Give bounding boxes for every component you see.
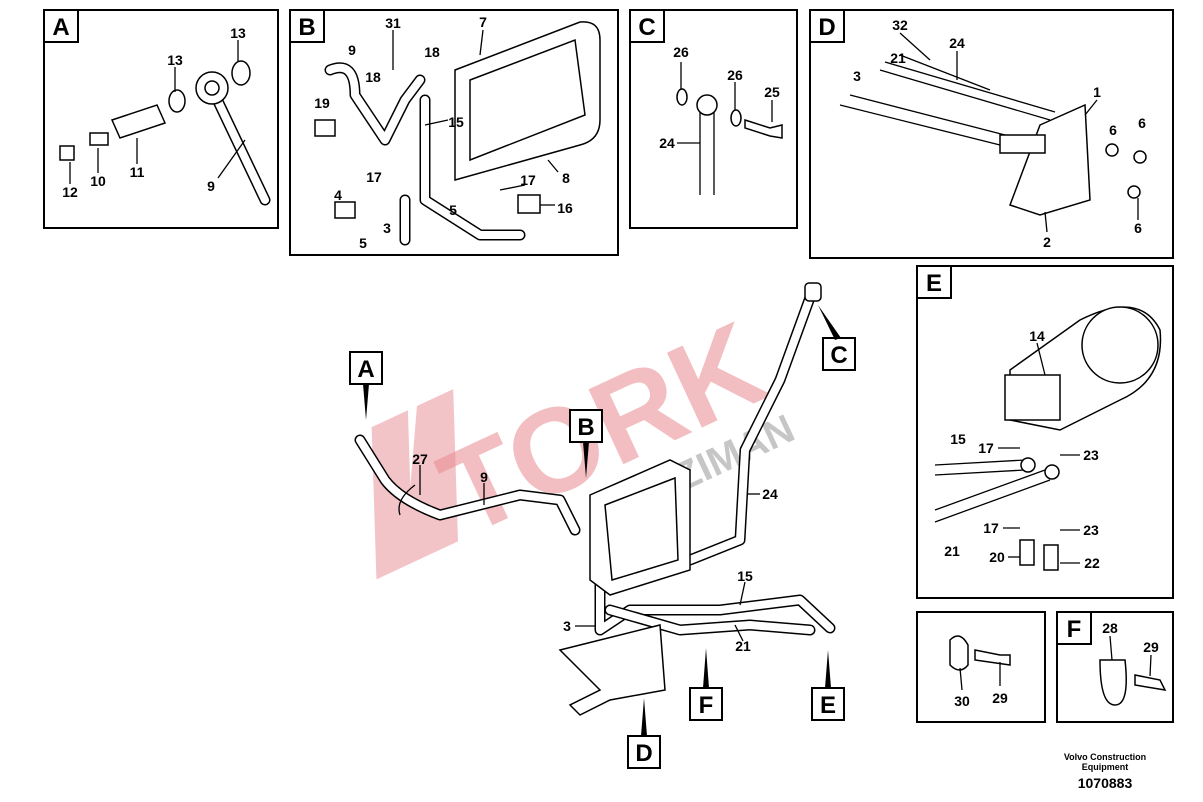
part-number-label: 22 bbox=[1084, 555, 1100, 571]
detail-panel-b: B 31 7 9 18 18 19 15 17 4 3 5 5 17 16 8 bbox=[289, 9, 619, 256]
part-number-label: 23 bbox=[1083, 522, 1099, 538]
detail-panel-d: D 32 24 21 3 1 6 6 6 2 bbox=[809, 9, 1174, 259]
part-number-label: 9 bbox=[480, 469, 488, 485]
part-number-label: 18 bbox=[365, 69, 381, 85]
part-number-label: 17 bbox=[366, 169, 382, 185]
part-number-label: 1 bbox=[1093, 84, 1101, 100]
callout-f: F bbox=[689, 648, 723, 721]
part-number-label: C bbox=[638, 14, 655, 41]
part-number-label: E bbox=[926, 270, 942, 297]
callout-c: C bbox=[818, 305, 856, 371]
part-number-label: 5 bbox=[449, 202, 457, 218]
part-number-label: 2 bbox=[1043, 234, 1051, 250]
part-number-label: 3 bbox=[853, 68, 861, 84]
footer: Volvo Construction Equipment 1070883 bbox=[1045, 752, 1165, 791]
part-number-label: 11 bbox=[130, 164, 145, 180]
part-number-label: 24 bbox=[762, 486, 778, 502]
part-number-label: C bbox=[830, 342, 847, 369]
part-number-label: 13 bbox=[167, 52, 183, 68]
part-number-label: 4 bbox=[334, 187, 342, 203]
part-number-label: 15 bbox=[737, 568, 753, 584]
part-number-label: 3 bbox=[383, 220, 391, 236]
part-number-label: 6 bbox=[1109, 122, 1117, 138]
part-number-label: 17 bbox=[520, 172, 536, 188]
detail-panel-e: E 14 15 17 23 17 23 21 20 22 bbox=[916, 265, 1174, 599]
part-number-label: 10 bbox=[90, 173, 106, 189]
part-number-label: 7 bbox=[479, 14, 487, 30]
part-number-label: 29 bbox=[992, 690, 1008, 706]
drawing-number: 1070883 bbox=[1077, 775, 1133, 791]
callout-e: E bbox=[811, 650, 845, 721]
part-number-label: 21 bbox=[944, 543, 960, 559]
part-number-label: 26 bbox=[727, 67, 743, 83]
part-number-label: 9 bbox=[207, 178, 215, 194]
part-number-label: 29 bbox=[1143, 639, 1159, 655]
part-number-label: 13 bbox=[230, 25, 246, 41]
part-number-label: 25 bbox=[764, 84, 780, 100]
part-number-label: 6 bbox=[1134, 220, 1142, 236]
detail-panel-a: A 13 13 11 10 12 9 bbox=[43, 9, 279, 229]
detail-panel-clamp: 30 29 bbox=[916, 611, 1046, 723]
part-number-label: 28 bbox=[1102, 620, 1118, 636]
part-number-label: 16 bbox=[557, 200, 573, 216]
part-number-label: 8 bbox=[562, 170, 570, 186]
company-name-line2: Equipment bbox=[1081, 762, 1129, 772]
part-number-label: 6 bbox=[1138, 115, 1146, 131]
part-number-label: 5 bbox=[359, 235, 367, 251]
watermark-logo: TORK ŞANZIMAN bbox=[371, 297, 801, 580]
part-number-label: 18 bbox=[424, 44, 440, 60]
part-number-label: 17 bbox=[983, 520, 999, 536]
part-number-label: E bbox=[820, 692, 836, 719]
part-number-label: 20 bbox=[989, 549, 1005, 565]
callout-a: A bbox=[349, 351, 383, 420]
part-number-label: 24 bbox=[949, 35, 965, 51]
part-number-label: 19 bbox=[314, 95, 330, 111]
callout-d: D bbox=[627, 698, 661, 769]
part-number-label: 23 bbox=[1083, 447, 1099, 463]
part-number-label: 31 bbox=[385, 15, 401, 31]
part-number-label: A bbox=[357, 356, 374, 383]
part-number-label: 21 bbox=[735, 638, 751, 654]
part-number-label: B bbox=[298, 14, 315, 41]
part-number-label: F bbox=[1067, 616, 1082, 643]
part-number-label: 27 bbox=[412, 451, 428, 467]
part-number-label: 3 bbox=[563, 618, 571, 634]
part-number-label: B bbox=[577, 414, 594, 441]
part-number-label: F bbox=[699, 692, 714, 719]
part-number-label: 24 bbox=[659, 135, 675, 151]
part-number-label: 30 bbox=[954, 693, 970, 709]
main-assembly: 27 9 24 15 3 21 A B C D E bbox=[349, 282, 856, 769]
part-number-label: D bbox=[818, 14, 835, 41]
part-number-label: 14 bbox=[1029, 328, 1045, 344]
part-number-label: 21 bbox=[890, 50, 906, 66]
part-number-label: 26 bbox=[673, 44, 689, 60]
part-number-label: 9 bbox=[348, 42, 356, 58]
part-number-label: 17 bbox=[978, 440, 994, 456]
detail-panel-c: C 26 26 25 24 bbox=[629, 9, 798, 229]
part-number-label: D bbox=[635, 740, 652, 767]
part-number-label: 15 bbox=[448, 114, 464, 130]
part-number-label: 12 bbox=[62, 184, 78, 200]
callout-b: B bbox=[569, 409, 603, 478]
detail-panel-f: F 28 29 bbox=[1056, 611, 1174, 723]
part-number-label: 32 bbox=[892, 17, 908, 33]
panel-letter: A bbox=[52, 14, 69, 41]
company-name-line1: Volvo Construction bbox=[1063, 752, 1147, 762]
part-number-label: 15 bbox=[950, 431, 966, 447]
